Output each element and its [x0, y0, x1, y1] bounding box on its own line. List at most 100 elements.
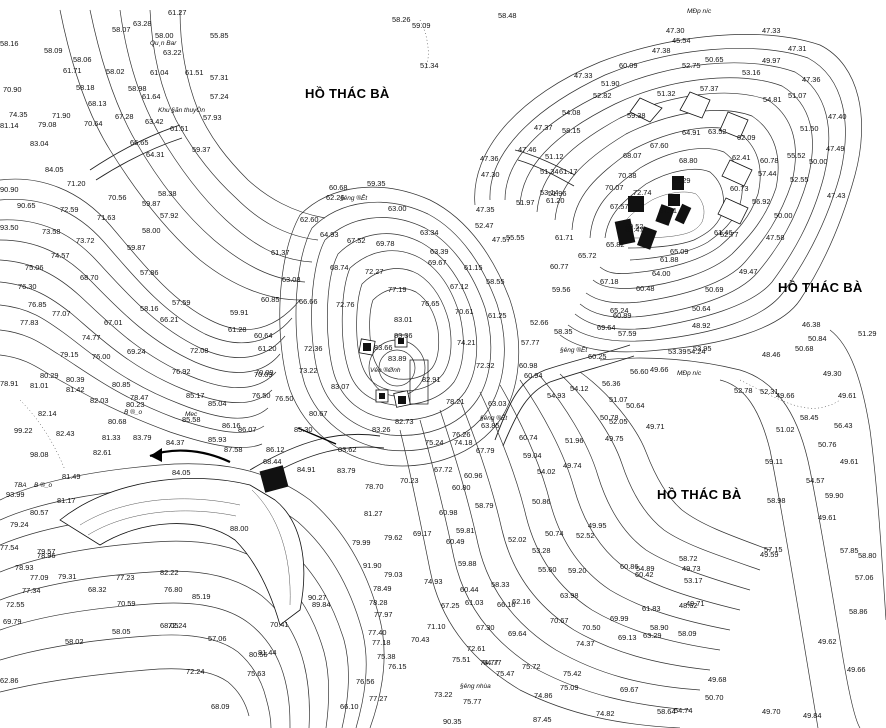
elevation-label: 58.38	[158, 189, 177, 198]
elevation-label: 47.49	[826, 144, 845, 153]
elevation-label: 72.24	[186, 667, 205, 676]
elevation-label: 68.80	[679, 156, 698, 165]
roads	[19, 19, 841, 479]
elevation-label: 48.46	[762, 350, 781, 359]
elevation-label: 58.64	[657, 707, 676, 716]
elevation-label: 52.31	[760, 387, 779, 396]
elevation-label: 57.37	[700, 84, 719, 93]
elevation-label: 74.93	[424, 577, 443, 586]
elevation-label: 59.38	[627, 111, 646, 120]
elevation-label: 54.93	[547, 391, 566, 400]
elevation-label: 83.79	[337, 466, 356, 475]
elevation-label: 80.85	[112, 380, 131, 389]
elevation-label: 58.16	[0, 39, 19, 48]
elevation-label: 57.31	[210, 73, 229, 82]
elevation-label: 49.68	[708, 675, 727, 684]
elevation-label: 81.44	[258, 648, 277, 657]
elevation-label: 66.21	[160, 315, 179, 324]
elevation-label: 73.58	[42, 227, 61, 236]
elevation-label: 85.58	[182, 415, 201, 424]
elevation-label: 60.42	[635, 570, 654, 579]
elevation-label: 69.78	[376, 239, 395, 248]
elevation-label: 84.91	[297, 465, 316, 474]
elevation-label: 51.02	[776, 425, 795, 434]
elevation-label: 78.70	[365, 482, 384, 491]
elevation-label: 45.54	[672, 36, 691, 45]
elevation-labels: 58.2659.0958.4851.3461.2763.2858.0758.00…	[0, 8, 877, 726]
elevation-label: 84.37	[166, 438, 185, 447]
elevation-label: 51.97	[516, 198, 535, 207]
elevation-label: 59.37	[192, 145, 211, 154]
elevation-label: 82.22	[160, 568, 179, 577]
elevation-label: 76.92	[172, 367, 191, 376]
elevation-label: 76.50	[275, 394, 294, 403]
elevation-label: 67.25	[441, 601, 460, 610]
elevation-label: 75.63	[247, 669, 266, 678]
elevation-label: 55.85	[210, 31, 229, 40]
elevation-label: 60.94	[524, 371, 543, 380]
elevation-label: 49.61	[818, 513, 837, 522]
elevation-label: 49.61	[840, 457, 859, 466]
elevation-label: 51.96	[548, 189, 567, 198]
elevation-label: 51.29	[858, 329, 877, 338]
elevation-label: 60.89	[613, 311, 632, 320]
elevation-label: 69.79	[3, 617, 22, 626]
elevation-label: 60.48	[636, 284, 655, 293]
elevation-label: 50.00	[809, 157, 828, 166]
elevation-label: 83.89	[388, 354, 407, 363]
elevation-label: 47.57	[492, 235, 511, 244]
elevation-label: 69.52	[625, 222, 644, 231]
elevation-label: 57.85	[840, 546, 859, 555]
elevation-label: 69.64	[597, 323, 616, 332]
elevation-label: 61.37	[271, 248, 290, 257]
elevation-label: 57.24	[210, 92, 229, 101]
elevation-label: 83.36	[394, 331, 413, 340]
elevation-label: 81.33	[102, 433, 121, 442]
elevation-label: 47.36	[480, 154, 499, 163]
elevation-label: 58.98	[767, 496, 786, 505]
elevation-label: 51.07	[609, 395, 628, 404]
dirt-road-label-3: §­êng ®Êt	[559, 345, 588, 354]
asphalt-road-label: §­êng nhùa	[459, 683, 491, 690]
elevation-label: 55.52	[787, 151, 806, 160]
elevation-label: 68.13	[88, 99, 107, 108]
elevation-label: 63.98	[560, 591, 579, 600]
elevation-label: 61.27	[168, 8, 187, 17]
elevation-label: 60.80	[452, 483, 471, 492]
elevation-label: 49.97	[762, 56, 781, 65]
tba-label: TBA	[14, 482, 27, 489]
elevation-label: 69.67	[428, 258, 447, 267]
elevation-label: 50.64	[626, 401, 645, 410]
elevation-label: 57.15	[764, 545, 783, 554]
elevation-label: 80.67	[309, 409, 328, 418]
elevation-label: 60.98	[439, 508, 458, 517]
elevation-label: 57.06	[208, 634, 227, 643]
elevation-label: 53.95	[693, 344, 712, 353]
elevation-label: 78.96	[37, 551, 56, 560]
elevation-label: 49.66	[650, 365, 669, 374]
elevation-label: 61.88	[660, 255, 679, 264]
elevation-label: 52.75	[682, 61, 701, 70]
elevation-label: 47.46	[518, 145, 537, 154]
elevation-label: 76.00	[92, 352, 111, 361]
elevation-label: 50.86	[532, 497, 551, 506]
elevation-label: 74.21	[457, 338, 476, 347]
resort-complex	[59, 427, 337, 626]
elevation-label: 67.57	[610, 202, 629, 211]
elevation-label: 59.04	[523, 451, 542, 460]
elevation-label: 58.09	[678, 629, 697, 638]
elevation-label: 47.30	[481, 170, 500, 179]
elevation-label: 63.29	[643, 631, 662, 640]
elevation-label: 70.43	[411, 635, 430, 644]
elevation-label: 58.55	[486, 277, 505, 286]
elevation-label: 62.60	[300, 215, 319, 224]
elevation-label: 77.07	[52, 309, 71, 318]
elevation-label: 52.77	[720, 230, 739, 239]
elevation-label: 53.39	[668, 347, 687, 356]
elevation-label: 79.31	[58, 572, 77, 581]
elevation-label: 47.31	[788, 44, 807, 53]
elevation-label: 54.74	[674, 706, 693, 715]
elevation-label: 64.93	[320, 230, 339, 239]
elevation-label: 78.47	[130, 393, 149, 402]
elevation-label: 70.41	[270, 620, 289, 629]
